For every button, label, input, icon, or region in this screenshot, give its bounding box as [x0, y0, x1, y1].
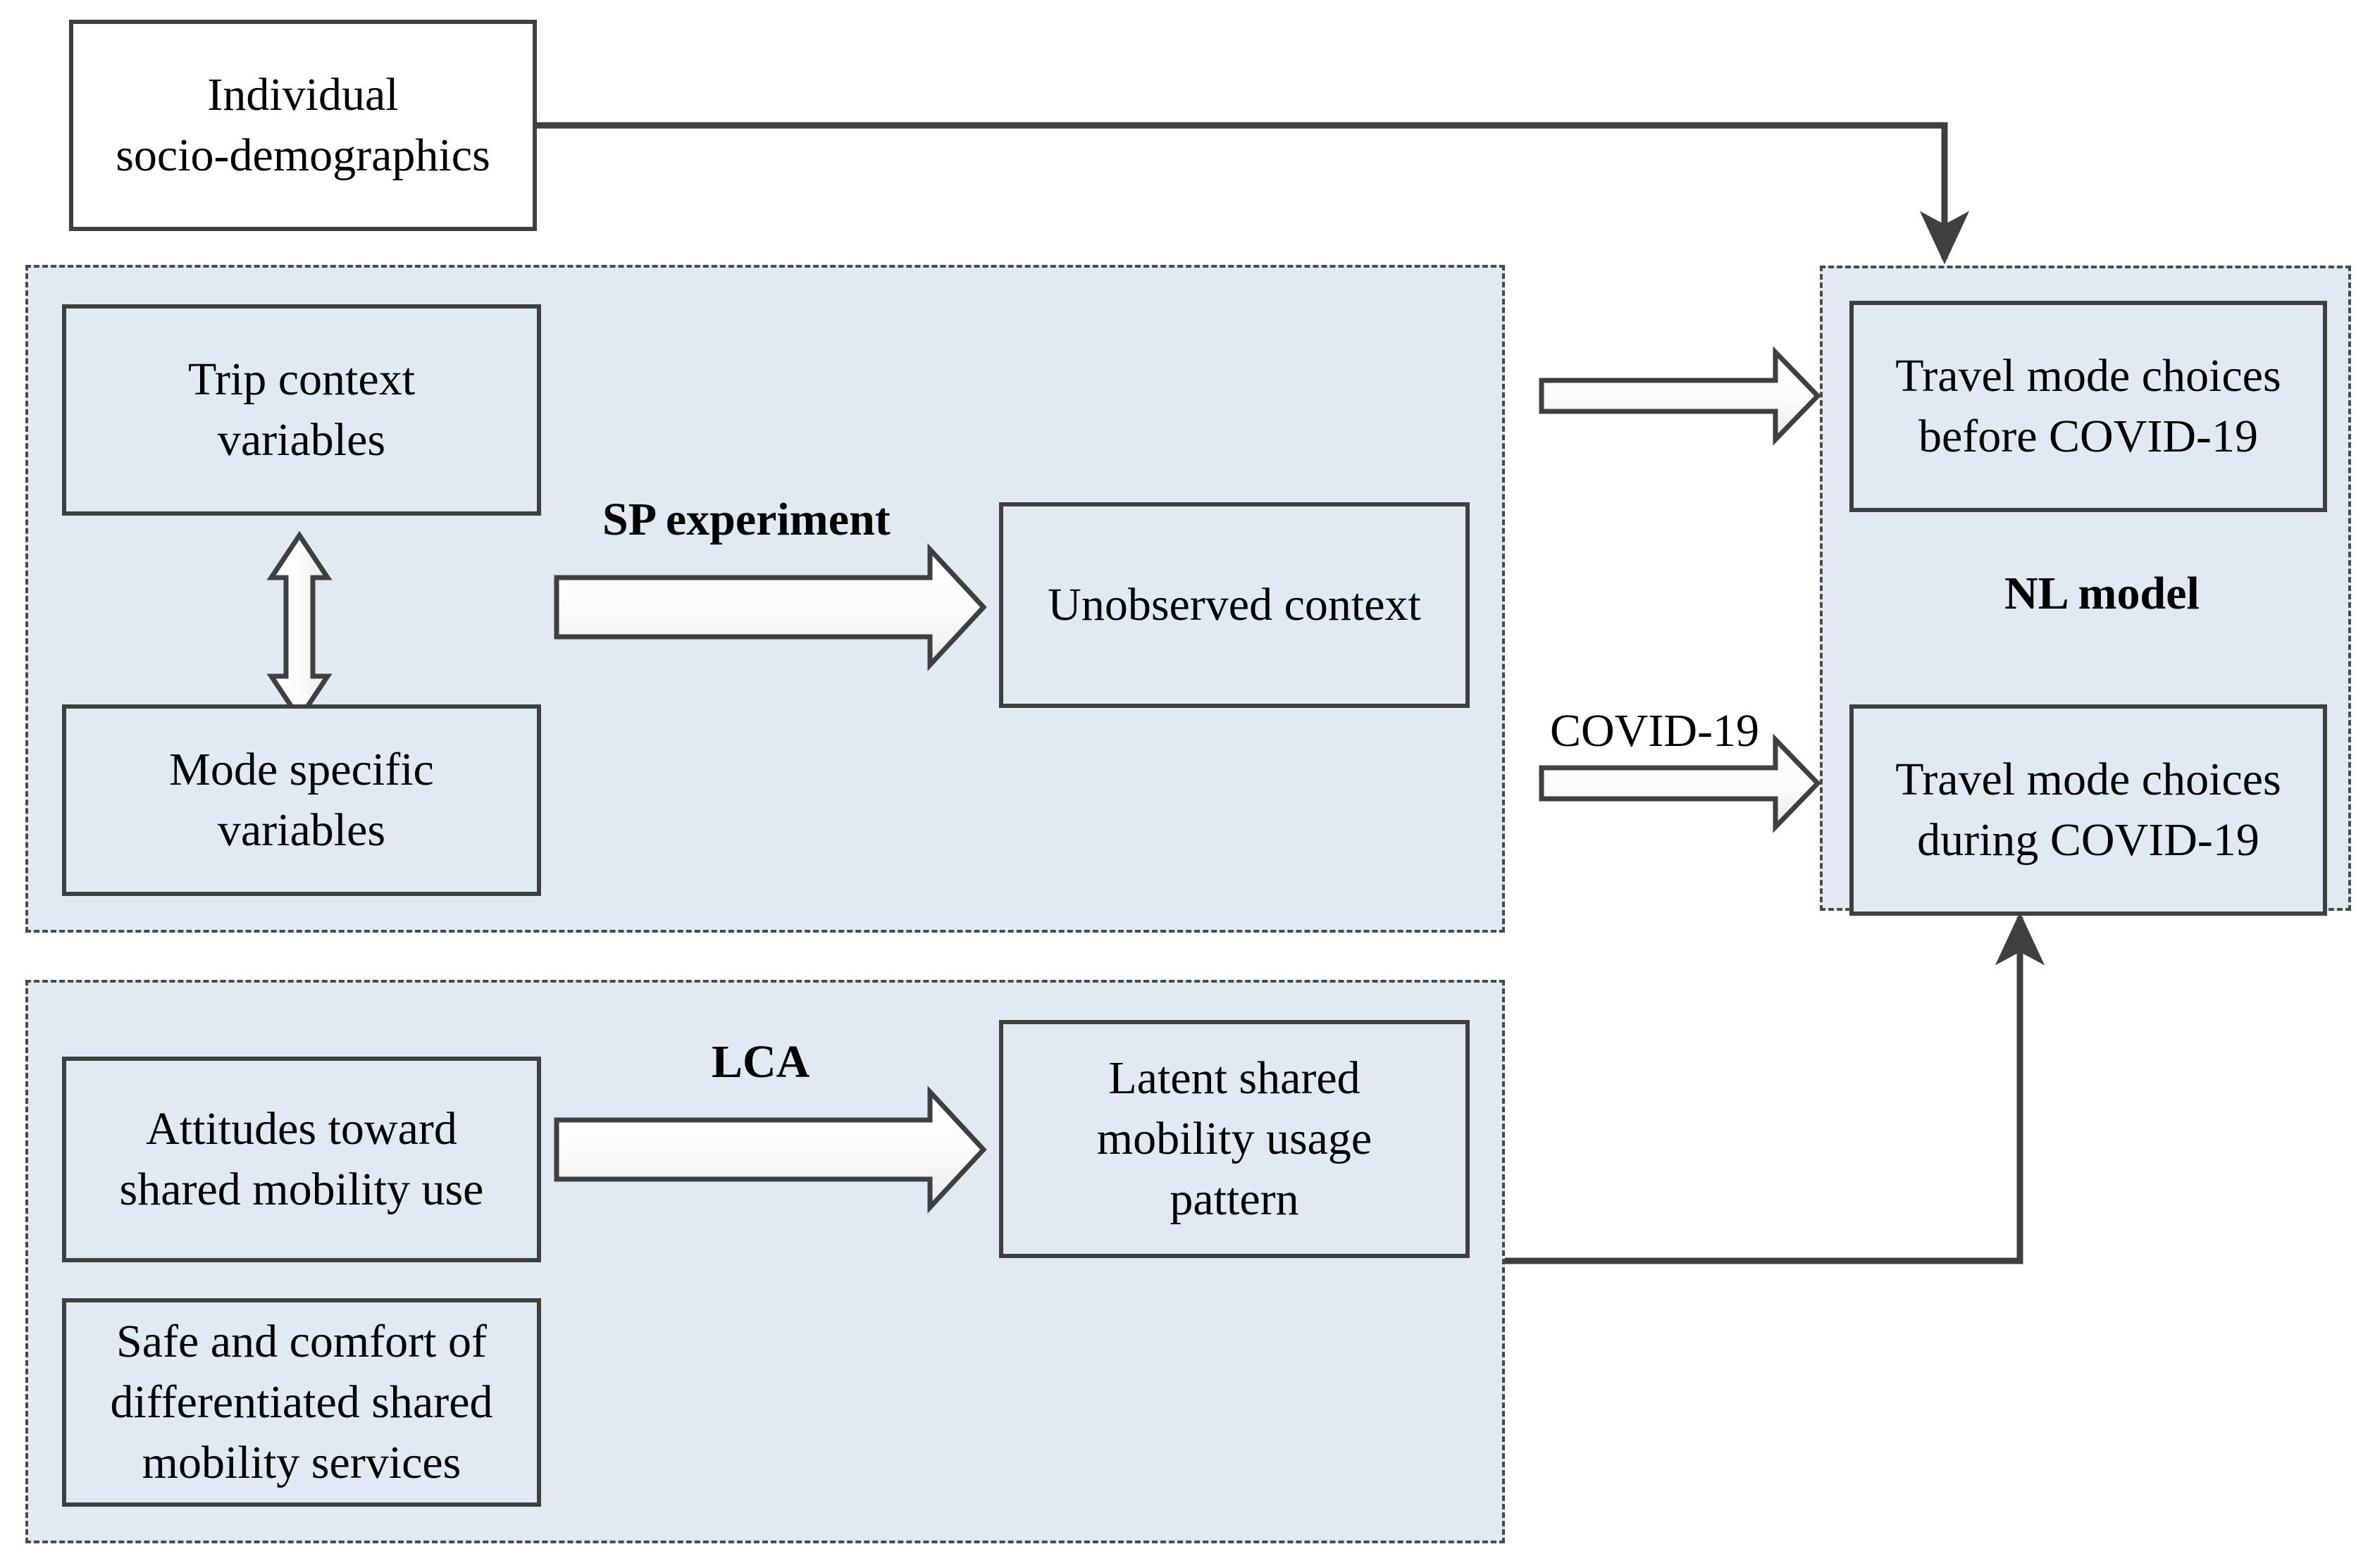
node-label: Attitudes toward shared mobility use — [119, 1103, 484, 1215]
label-covid-19: COVID-19 — [1550, 705, 1759, 757]
node-trip-context-variables[interactable]: Trip context variables — [62, 304, 541, 516]
node-label: Mode specific variables — [169, 744, 434, 856]
node-label: Trip context variables — [187, 354, 416, 466]
node-label: Travel mode choices before COVID-19 — [1895, 350, 2281, 462]
label-sp-experiment: SP experiment — [602, 494, 891, 545]
node-latent-shared-mobility-usage-pattern[interactable]: Latent shared mobility usage pattern — [999, 1020, 1470, 1258]
label-nl-model: NL model — [2004, 568, 2200, 619]
block-arrow-to-before-covid — [1539, 346, 1821, 446]
node-label: Safe and comfort of differentiated share… — [110, 1316, 493, 1488]
node-mode-specific-variables[interactable]: Mode specific variables — [62, 704, 541, 896]
node-attitudes-toward-shared-mobility-use[interactable]: Attitudes toward shared mobility use — [62, 1057, 541, 1262]
node-travel-mode-choices-during-covid[interactable]: Travel mode choices during COVID-19 — [1849, 704, 2327, 916]
label-lca: LCA — [712, 1036, 810, 1088]
node-individual-socio-demographics[interactable]: Individual socio-demographics — [69, 20, 537, 231]
node-travel-mode-choices-before-covid[interactable]: Travel mode choices before COVID-19 — [1849, 301, 2327, 512]
connector-lca-to-nl — [1505, 911, 2045, 1264]
node-safe-comfort-shared-mobility-services[interactable]: Safe and comfort of differentiated share… — [62, 1298, 541, 1507]
node-label: Latent shared mobility usage pattern — [1096, 1052, 1372, 1225]
node-unobserved-context[interactable]: Unobserved context — [999, 502, 1470, 708]
node-label: Unobserved context — [1048, 579, 1421, 631]
node-label: Individual socio-demographics — [116, 69, 490, 181]
node-label: Travel mode choices during COVID-19 — [1895, 754, 2281, 866]
connector-socio-to-nl — [537, 122, 1970, 265]
